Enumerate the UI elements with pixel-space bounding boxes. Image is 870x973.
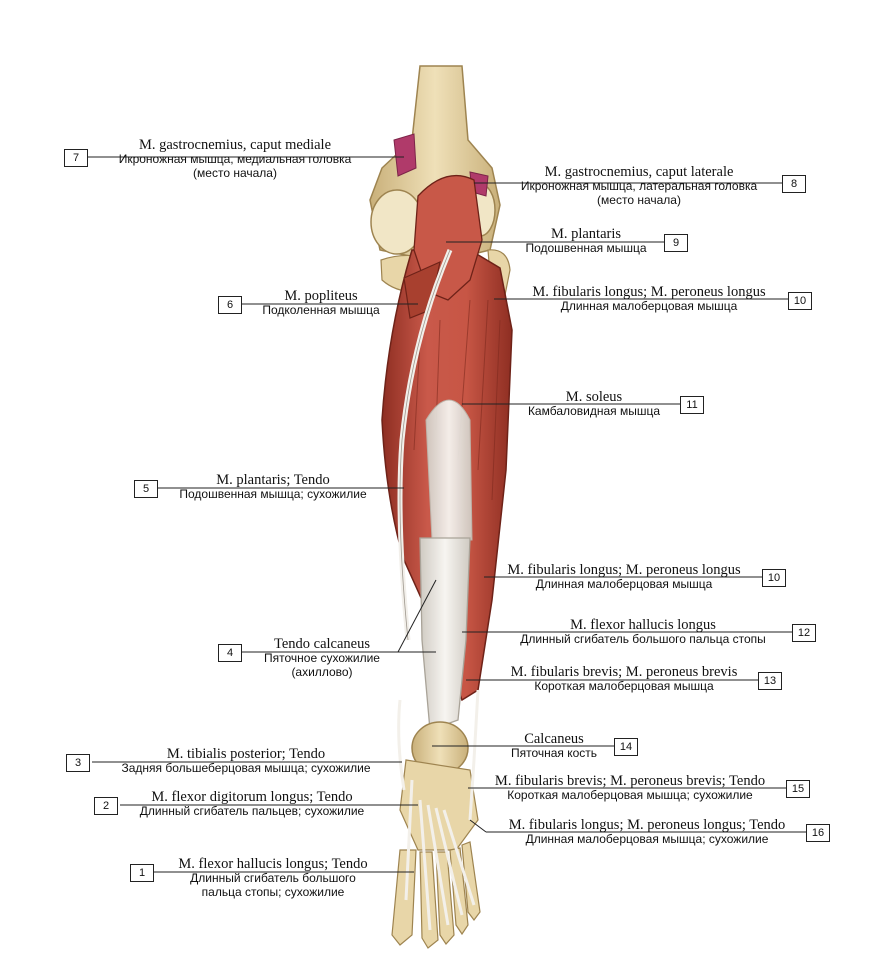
label-calcaneus: Calcaneus Пяточная кость xyxy=(510,731,598,761)
badge-9: 9 xyxy=(664,234,688,252)
label-fibularis-longus-upper: M. fibularis longus; M. peroneus longus … xyxy=(532,284,766,314)
badge-12: 12 xyxy=(792,624,816,642)
label-soleus: M. soleus Камбаловидная мышца xyxy=(527,389,661,419)
label-gastrocnemius-medial: M. gastrocnemius, caput mediale Икроножн… xyxy=(118,137,352,180)
badge-13: 13 xyxy=(758,672,782,690)
badge-1: 1 xyxy=(130,864,154,882)
gastrocnemius-medial-origin xyxy=(393,133,417,177)
badge-6: 6 xyxy=(218,296,242,314)
badge-3: 3 xyxy=(66,754,90,772)
badge-4: 4 xyxy=(218,644,242,662)
badge-8: 8 xyxy=(782,175,806,193)
label-plantaris: M. plantaris Подошвенная мышца xyxy=(525,226,647,256)
label-fibularis-brevis: M. fibularis brevis; M. peroneus brevis … xyxy=(510,664,738,694)
tibialis-posterior-tendon xyxy=(397,699,406,791)
label-plantaris-tendon: M. plantaris; Tendo Подошвенная мышца; с… xyxy=(179,472,367,502)
badge-10-upper: 10 xyxy=(788,292,812,310)
achilles-tendon xyxy=(419,537,471,731)
label-gastrocnemius-lateral: M. gastrocnemius, caput laterale Икронож… xyxy=(520,164,758,207)
label-flexor-hallucis-longus-tendon: M. flexor hallucis longus; Tendo Длинный… xyxy=(178,856,368,899)
badge-15: 15 xyxy=(786,780,810,798)
label-tibialis-posterior: M. tibialis posterior; Tendo Задняя боль… xyxy=(121,746,371,776)
label-popliteus: M. popliteus Подколенная мышца xyxy=(262,288,380,318)
badge-7: 7 xyxy=(64,149,88,167)
label-flexor-hallucis-longus: M. flexor hallucis longus Длинный сгибат… xyxy=(520,617,766,647)
foot-tendons xyxy=(404,779,476,931)
badge-16: 16 xyxy=(806,824,830,842)
peroneal-tendons xyxy=(468,689,480,821)
label-tendo-calcaneus: Tendo calcaneus Пяточное сухожилие (ахил… xyxy=(264,636,380,679)
label-fibularis-brevis-tendon: M. fibularis brevis; M. peroneus brevis;… xyxy=(494,773,766,803)
label-fibularis-longus-tendon: M. fibularis longus; M. peroneus longus;… xyxy=(508,817,786,847)
leader-lines xyxy=(86,156,806,873)
badge-10-lower: 10 xyxy=(762,569,786,587)
label-flexor-digitorum-longus: M. flexor digitorum longus; Tendo Длинны… xyxy=(139,789,365,819)
badge-11: 11 xyxy=(680,396,704,414)
label-fibularis-longus-lower: M. fibularis longus; M. peroneus longus … xyxy=(507,562,741,592)
badge-14: 14 xyxy=(614,738,638,756)
soleus-aponeurosis xyxy=(425,399,473,541)
badge-2: 2 xyxy=(94,797,118,815)
badge-5: 5 xyxy=(134,480,158,498)
